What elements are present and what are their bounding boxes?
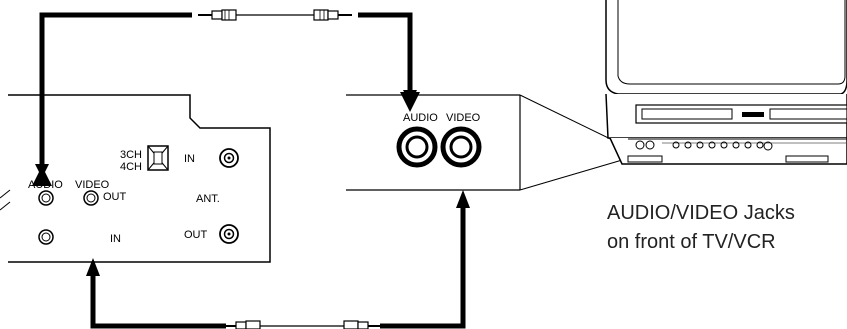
channel-select-switch[interactable] bbox=[147, 145, 169, 171]
ant-label: ANT. bbox=[196, 193, 220, 205]
tv-video-jack-icon[interactable] bbox=[440, 126, 482, 168]
tv-video-label: VIDEO bbox=[446, 112, 481, 124]
vcr-rear-panel: 3CH 4CH IN ANT. OUT AUDIO VIDEO OUT IN bbox=[0, 94, 271, 263]
ant-out-label: OUT bbox=[184, 229, 208, 241]
channel-select-3ch-label: 3CH bbox=[120, 149, 142, 161]
ant-out-jack-icon[interactable] bbox=[219, 224, 239, 244]
caption-line-1: AUDIO/VIDEO Jacks bbox=[607, 202, 795, 224]
vcr-audio-in-jack-icon[interactable] bbox=[38, 229, 54, 245]
bottom-cable-plug-right-icon bbox=[343, 320, 380, 329]
top-cable-plug-right-icon bbox=[313, 9, 352, 21]
ant-in-label: IN bbox=[184, 153, 195, 165]
tv-front-jack-callout: AUDIO VIDEO bbox=[346, 94, 630, 191]
bottom-cable-plug-left-icon bbox=[226, 320, 261, 329]
top-cable-plug-left-icon bbox=[198, 9, 237, 21]
bottom-video-cable bbox=[86, 190, 470, 329]
vcr-video-out-jack-icon[interactable] bbox=[83, 190, 99, 206]
vcr-audio-out-jack-icon[interactable] bbox=[38, 190, 54, 206]
tv-vcr-unit bbox=[605, 0, 847, 165]
tv-audio-jack-icon[interactable] bbox=[396, 126, 438, 168]
vcr-video-label: VIDEO bbox=[75, 179, 110, 191]
top-audio-cable bbox=[32, 9, 420, 186]
ant-in-jack-icon[interactable] bbox=[219, 148, 239, 168]
caption-line-2: on front of TV/VCR bbox=[607, 231, 776, 253]
channel-select-4ch-label: 4CH bbox=[120, 161, 142, 173]
vcr-out-label: OUT bbox=[103, 191, 127, 203]
tv-audio-label: AUDIO bbox=[403, 112, 438, 124]
vcr-audio-label: AUDIO bbox=[28, 179, 63, 191]
vcr-in-label: IN bbox=[110, 233, 121, 245]
